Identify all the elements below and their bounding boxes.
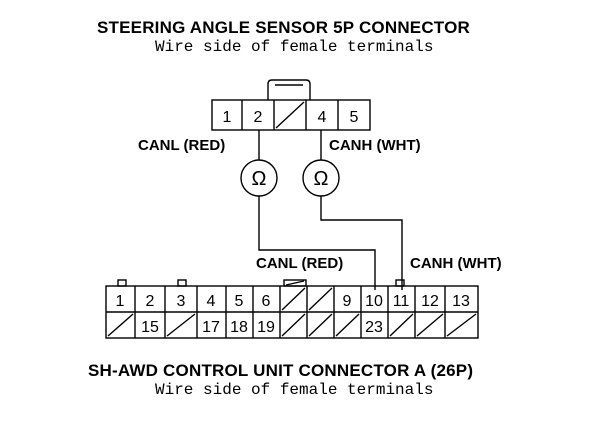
top-pin-1: 1 (223, 109, 232, 126)
bottom-connector-nub (117, 279, 127, 287)
bottom-pin-5: 5 (235, 293, 244, 310)
bottom-pin-10: 10 (365, 293, 383, 310)
top-connector-latch (267, 79, 311, 100)
top-connector-housing (211, 99, 371, 131)
bottom-pin-1: 1 (116, 293, 125, 310)
bottom-pin-12: 12 (421, 293, 439, 310)
bottom-pin-18: 18 (230, 319, 248, 336)
ohm-icon: Ω (314, 168, 329, 190)
bottom-connector-lock (283, 279, 307, 287)
bottom-pin-15: 15 (141, 319, 159, 336)
bottom-pin-13: 13 (452, 293, 470, 310)
canl-wire (258, 196, 376, 290)
meter-left-label: CANL (RED) (138, 137, 225, 154)
meter-right-label: CANH (WHT) (329, 137, 421, 154)
top-connector-subtitle: Wire side of female terminals (155, 38, 434, 56)
bottom-connector-title: SH-AWD CONTROL UNIT CONNECTOR A (26P) (88, 361, 474, 380)
top-pin-2: 2 (254, 109, 263, 126)
bottom-connector-nub (177, 279, 187, 287)
bottom-pin-9: 9 (343, 293, 352, 310)
top-connector-blank-pin (275, 101, 305, 129)
canl-wire-label: CANL (RED) (256, 255, 343, 272)
ohm-icon: Ω (252, 168, 267, 190)
bottom-pin-6: 6 (262, 293, 271, 310)
bottom-pin-4: 4 (207, 293, 216, 310)
top-connector-title: STEERING ANGLE SENSOR 5P CONNECTOR (97, 18, 470, 37)
canh-wire-label: CANH (WHT) (410, 255, 502, 272)
bottom-connector-blank-pins (107, 287, 477, 337)
top-connector-body (211, 79, 371, 131)
bottom-pin-2: 2 (146, 293, 155, 310)
bottom-connector-body (105, 279, 479, 339)
bottom-pin-3: 3 (177, 293, 186, 310)
bottom-pin-11: 11 (393, 293, 410, 310)
bottom-pin-23: 23 (365, 319, 383, 336)
top-pin-4: 4 (318, 109, 327, 126)
top-pin-5: 5 (350, 109, 359, 126)
canh-wire (320, 196, 403, 290)
bottom-connector-nub (395, 279, 405, 287)
bottom-connector-subtitle: Wire side of female terminals (155, 381, 434, 399)
bottom-pin-19: 19 (257, 319, 275, 336)
bottom-pin-17: 17 (202, 319, 220, 336)
